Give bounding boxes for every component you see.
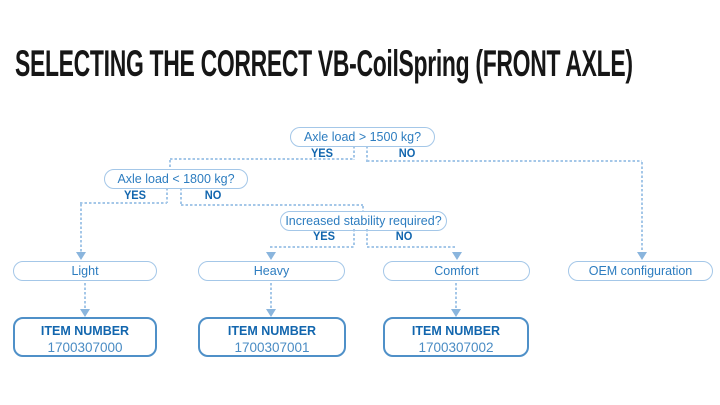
item-number-value: 1700307002 [418,340,494,355]
arrow-down-icon [451,309,461,317]
item-number-heading: ITEM NUMBER [227,324,317,338]
item-number-box-light: ITEM NUMBER 1700307000 [13,317,157,357]
page-title: SELECTING THE CORRECT VB-CoilSpring (FRO… [15,43,633,84]
result-box-light: Light [13,261,157,281]
no-label: NO [398,146,416,160]
decision-box-axle-load-1500: Axle load > 1500 kg? [290,127,435,147]
result-label: Light [71,263,99,278]
no-label: NO [395,229,413,243]
arrow-down-icon [76,252,86,260]
arrow-down-icon [452,252,462,260]
item-number-heading: ITEM NUMBER [411,324,501,338]
result-box-heavy: Heavy [198,261,345,281]
connector-line [169,160,171,169]
connector-line [180,188,182,205]
decision-question: Increased stability required? [285,213,442,228]
connector-line [362,206,364,212]
result-box-comfort: Comfort [383,261,530,281]
decision-box-increased-stability: Increased stability required? [280,211,447,231]
result-label: OEM configuration [588,263,693,278]
connector-line [366,146,368,162]
connector-line [170,158,354,160]
connector-line [84,283,86,309]
connector-line [80,202,167,204]
connector-line [366,229,368,247]
yes-label: YES [123,188,147,202]
item-number-box-heavy: ITEM NUMBER 1700307001 [198,317,346,357]
connector-line [181,204,363,206]
result-label: Heavy [253,263,290,278]
arrow-down-icon [266,309,276,317]
item-number-box-comfort: ITEM NUMBER 1700307002 [383,317,529,357]
connector-line [166,188,168,203]
yes-label: YES [310,146,334,160]
arrow-down-icon [80,309,90,317]
decision-question: Axle load > 1500 kg? [303,129,422,144]
result-label: Comfort [434,263,479,278]
decision-box-axle-load-1800: Axle load < 1800 kg? [104,169,248,189]
yes-label: YES [312,229,336,243]
arrow-down-icon [637,252,647,260]
item-number-value: 1700307000 [47,340,123,355]
result-box-oem-configuration: OEM configuration [568,261,713,281]
no-label: NO [204,188,222,202]
item-number-heading: ITEM NUMBER [40,324,130,338]
connector-line [270,283,272,309]
arrow-down-icon [266,252,276,260]
item-number-value: 1700307001 [234,340,310,355]
connector-line [80,204,82,252]
connector-line [367,246,456,248]
connector-line [455,283,457,309]
connector-line [367,160,642,162]
connector-line [641,162,643,252]
connector-line [353,146,355,160]
decision-question: Axle load < 1800 kg? [117,171,235,186]
connector-line [353,229,355,247]
connector-line [270,246,354,248]
